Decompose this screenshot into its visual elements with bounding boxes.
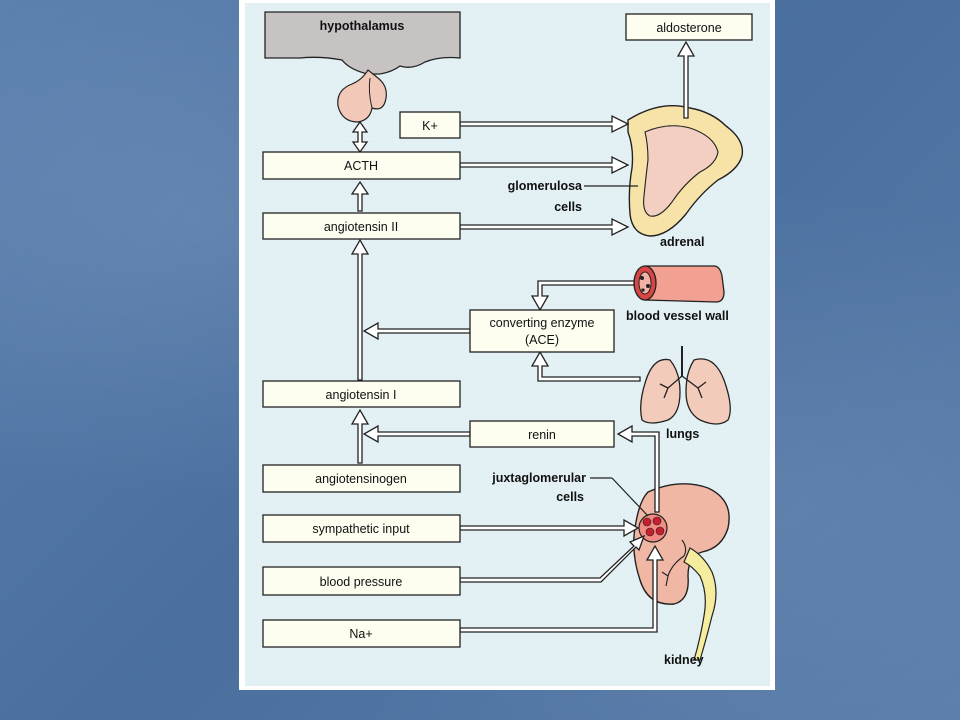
angiotensin-i-label: angiotensin I	[326, 388, 397, 402]
glomerulosa-cells-label: cells	[554, 200, 582, 214]
arrow-ace-to-main	[362, 321, 471, 341]
arrow-bloodpressure-to-kidney	[459, 534, 646, 583]
blood-vessel-wall-label: blood vessel wall	[626, 309, 729, 323]
angiotensinogen-label: angiotensinogen	[315, 472, 407, 486]
arrow-kidney-to-renin	[616, 424, 660, 513]
adrenal-label: adrenal	[660, 235, 704, 249]
sympathetic-input-box	[262, 514, 461, 543]
acth-box	[262, 151, 461, 180]
arrow-lungs-to-ace	[530, 350, 641, 382]
arrow-angiotensin2-to-adrenal	[459, 217, 630, 237]
blood-pressure-label: blood pressure	[320, 575, 403, 589]
arrow-sympathetic-to-kidney	[459, 518, 640, 538]
kidney-label: kidney	[664, 653, 704, 667]
na-plus-label: Na+	[349, 627, 372, 641]
juxtaglomerular-pointer-diag	[611, 477, 649, 517]
glomerulosa-label: glomerulosa	[508, 179, 583, 193]
k-plus-label: K+	[422, 119, 438, 133]
juxtaglomerular-label: juxtaglomerular	[491, 471, 586, 485]
arrow-to-aldosterone	[676, 40, 696, 119]
juxtaglomerular-cells-label: cells	[556, 490, 584, 504]
arrow-acth-to-adrenal	[459, 155, 630, 175]
k-plus-box	[399, 111, 461, 139]
adrenal-illustration	[627, 105, 744, 237]
ace-label-line1: converting enzyme	[490, 316, 595, 330]
aldosterone-box	[625, 13, 753, 41]
na-plus-box	[262, 619, 461, 648]
blood-pressure-box	[262, 566, 461, 596]
angiotensin-i-box	[262, 380, 461, 408]
hypothalamus-illustration	[264, 11, 461, 75]
arrow-renin-to-main	[362, 424, 471, 444]
pituitary-illustration	[337, 69, 387, 123]
renin-label: renin	[528, 428, 556, 442]
arrow-na-to-kidney	[459, 544, 665, 633]
hypothalamus-label: hypothalamus	[320, 19, 405, 33]
lungs-illustration	[640, 346, 731, 425]
angiotensin-ii-box	[262, 212, 461, 240]
arrow-angiotensin1-to-angiotensin2	[350, 238, 370, 381]
arrow-angiotensinogen-to-angiotensin1	[350, 408, 370, 464]
arrow-k-to-adrenal	[459, 114, 630, 134]
renin-box	[469, 420, 615, 448]
aldosterone-label: aldosterone	[656, 21, 721, 35]
blood-vessel-illustration	[633, 265, 725, 303]
arrow-angiotensin2-to-acth	[350, 180, 370, 212]
arrow-vessel-to-ace	[530, 280, 635, 312]
angiotensinogen-box	[262, 464, 461, 493]
sympathetic-input-label: sympathetic input	[312, 522, 410, 536]
lungs-label: lungs	[666, 427, 699, 441]
ace-label-line2: (ACE)	[525, 333, 559, 347]
angiotensin-ii-label: angiotensin II	[324, 220, 398, 234]
ace-box	[469, 309, 615, 353]
acth-label: ACTH	[344, 159, 378, 173]
